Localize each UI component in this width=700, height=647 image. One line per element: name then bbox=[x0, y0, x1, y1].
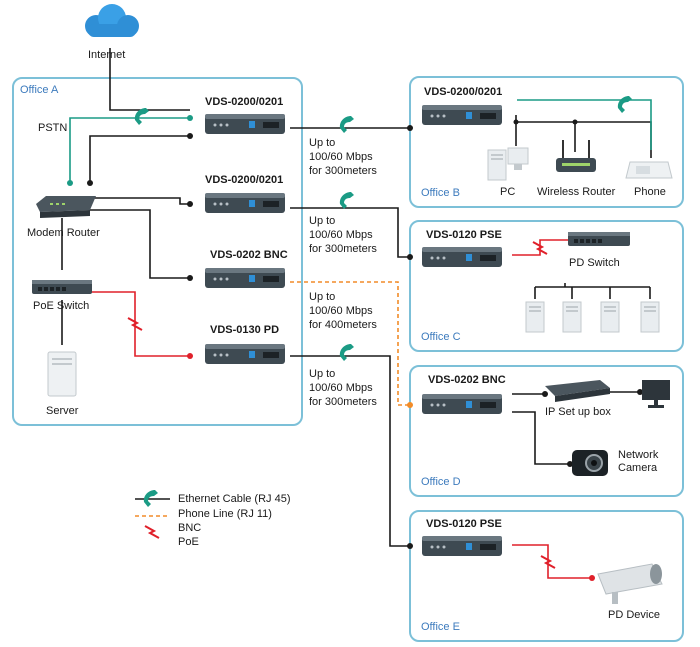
office-a-label: Office A bbox=[20, 84, 59, 96]
phone-line-icon bbox=[339, 116, 354, 133]
pd-device-camera-icon bbox=[597, 563, 663, 604]
poe-switch-icon bbox=[32, 280, 92, 294]
ethernet-dots bbox=[87, 119, 643, 549]
office-e-label: Office E bbox=[421, 621, 460, 633]
pd-device-label: PD Device bbox=[608, 609, 660, 621]
modem-router-icon bbox=[36, 196, 96, 218]
vds-a4-label: VDS-0130 PD bbox=[210, 324, 280, 336]
internet-label: Internet bbox=[88, 49, 126, 61]
speed-label-3: Up to 100/60 Mbps for 400meters bbox=[309, 291, 377, 331]
pc-icon bbox=[487, 147, 529, 181]
office-c-box bbox=[409, 220, 684, 352]
desk-phone-icon bbox=[625, 161, 673, 179]
legend-poe-label: PoE bbox=[178, 536, 199, 548]
ip-setup-box-icon bbox=[545, 380, 610, 402]
bnc-line bbox=[135, 281, 410, 517]
office-c-label: Office C bbox=[421, 331, 461, 343]
legend-bnc-label: BNC bbox=[178, 522, 202, 534]
phone-dots bbox=[67, 115, 193, 186]
legend-poe-icon bbox=[144, 525, 160, 539]
network-camera-label: Network Camera bbox=[618, 449, 659, 474]
bnc-dot bbox=[407, 402, 413, 408]
pd-pc-icon bbox=[525, 301, 660, 333]
office-b-label: Office B bbox=[421, 187, 460, 199]
speed-label-1: Up to 100/60 Mbps for 300meters bbox=[309, 137, 377, 177]
vds-device-icon bbox=[205, 114, 285, 134]
speed-label-4: Up to 100/60 Mbps for 300meters bbox=[309, 368, 377, 408]
server-icon bbox=[47, 351, 77, 397]
vds-device-icon bbox=[422, 394, 502, 414]
vds-c-label: VDS-0120 PSE bbox=[426, 229, 502, 241]
phone-label: Phone bbox=[634, 186, 666, 198]
pc-label: PC bbox=[500, 186, 516, 198]
vds-device-icon bbox=[205, 344, 285, 364]
pd-switch-label: PD Switch bbox=[569, 257, 620, 269]
network-camera-icon bbox=[572, 450, 608, 476]
vds-b-label: VDS-0200/0201 bbox=[424, 86, 503, 98]
vds-a1-label: VDS-0200/0201 bbox=[205, 96, 284, 108]
vds-a2-label: VDS-0200/0201 bbox=[205, 174, 284, 186]
vds-device-icon bbox=[422, 536, 502, 556]
wireless-router-icon bbox=[556, 140, 596, 172]
office-d-label: Office D bbox=[421, 476, 461, 488]
pstn-label: PSTN bbox=[38, 122, 68, 134]
wireless-router-label: Wireless Router bbox=[537, 186, 616, 198]
monitor-icon bbox=[642, 380, 670, 408]
ip-setup-box-label: IP Set up box bbox=[545, 406, 611, 418]
server-label: Server bbox=[46, 405, 79, 417]
phone-lines bbox=[69, 99, 652, 183]
vds-e-label: VDS-0120 PSE bbox=[426, 518, 502, 530]
internet-cloud-icon bbox=[85, 4, 139, 37]
speed-label-2: Up to 100/60 Mbps for 300meters bbox=[309, 215, 377, 255]
vds-device-icon bbox=[205, 268, 285, 288]
phone-line-icon bbox=[339, 344, 354, 361]
phone-line-icon bbox=[339, 192, 354, 209]
modem-router-label: Modem Router bbox=[27, 227, 100, 239]
office-b-box bbox=[409, 76, 684, 208]
phone-line-icon bbox=[617, 96, 632, 113]
vds-a3-label: VDS-0202 BNC bbox=[210, 249, 288, 261]
pd-switch-icon bbox=[568, 232, 630, 246]
vds-device-icon bbox=[205, 193, 285, 213]
vds-device-icon bbox=[422, 105, 502, 125]
legend-phone-label: Phone Line (RJ 11) bbox=[178, 508, 272, 520]
poe-dots bbox=[187, 353, 595, 581]
legend-ethernet-label: Ethernet Cable (RJ 45) bbox=[178, 493, 291, 505]
poe-switch-label: PoE Switch bbox=[33, 300, 90, 312]
vds-device-icon bbox=[422, 247, 502, 267]
vds-d-label: VDS-0202 BNC bbox=[428, 374, 506, 386]
